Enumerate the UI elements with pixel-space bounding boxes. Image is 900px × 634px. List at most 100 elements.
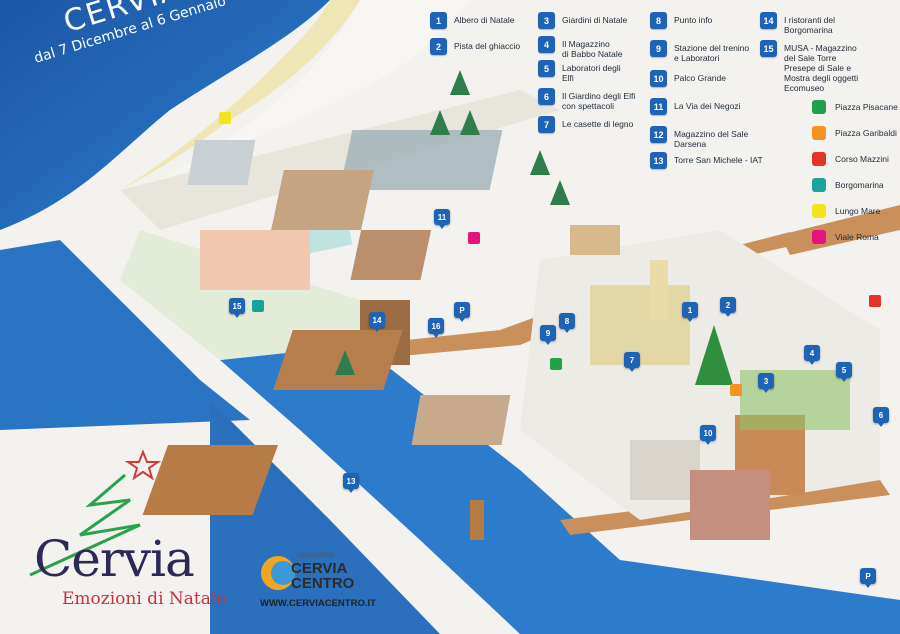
area-label: Lungo Mare xyxy=(835,206,881,216)
main-road xyxy=(120,90,560,230)
legend-item: 15 MUSA - Magazzino del Sale Torre Presep… xyxy=(760,40,900,93)
area-label: Borgomarina xyxy=(835,180,884,190)
legend-number-badge: 13 xyxy=(650,152,667,169)
legend-label: La Via dei Negozi xyxy=(674,101,741,111)
consorzio-small-label: CONSORZIO xyxy=(298,553,335,559)
legend-label: Stazione del trenino e Laboratori xyxy=(674,43,750,63)
area-marker xyxy=(219,112,231,124)
consorzio-logo-inner xyxy=(271,561,295,585)
legend-item: 6 Il Giardino degli Elfi con spettacoli xyxy=(538,88,688,111)
christmas-tree xyxy=(695,325,733,385)
map-pin[interactable]: 13 xyxy=(343,473,359,493)
legend-item: 13 Torre San Michele - IAT xyxy=(650,152,800,169)
area-label: Piazza Pisacane xyxy=(835,102,898,112)
legend-item: 14 I ristoranti del Borgomarina xyxy=(760,12,900,35)
area-legend-item: Piazza Garibaldi xyxy=(812,126,897,140)
trees xyxy=(335,70,570,375)
map-pin[interactable]: 16 xyxy=(428,318,444,338)
legend-label: Giardini di Natale xyxy=(562,15,628,25)
consorzio-name: CERVIA CENTRO xyxy=(291,560,355,592)
area-color-swatch xyxy=(812,230,826,244)
legend-label: Punto info xyxy=(674,15,713,25)
legend-label: MUSA - Magazzino del Sale Torre Presepe … xyxy=(784,43,859,93)
area-legend-item: Viale Roma xyxy=(812,230,879,244)
legend-label: Il Magazzino di Babbo Natale xyxy=(562,39,623,59)
map-pin[interactable]: P xyxy=(454,302,470,322)
legend-number-badge: 2 xyxy=(430,38,447,55)
promenade xyxy=(120,230,360,360)
legend-label: Palco Grande xyxy=(674,73,726,83)
legend-label: Magazzino del Sale Darsena xyxy=(674,129,749,149)
legend-item: 10 Palco Grande xyxy=(650,70,800,87)
map-pin[interactable]: 8 xyxy=(559,313,575,333)
area-marker xyxy=(730,384,742,396)
area-marker xyxy=(468,232,480,244)
legend-label: Il Giardino degli Elfi con spettacoli xyxy=(562,91,636,111)
area-color-swatch xyxy=(812,100,826,114)
beach-snow xyxy=(150,0,470,185)
legend-number-badge: 6 xyxy=(538,88,555,105)
area-legend-item: Borgomarina xyxy=(812,178,884,192)
legend-number-badge: 3 xyxy=(538,12,555,29)
area-color-swatch xyxy=(812,152,826,166)
map-pin[interactable]: 3 xyxy=(758,373,774,393)
legend-label: Albero di Natale xyxy=(454,15,515,25)
canal xyxy=(220,345,900,634)
legend-number-badge: 14 xyxy=(760,12,777,29)
map-pin[interactable]: P xyxy=(860,568,876,588)
map-pin[interactable]: 11 xyxy=(434,209,450,229)
map-pin[interactable]: 5 xyxy=(836,362,852,382)
legend-item: 11 La Via dei Negozi xyxy=(650,98,800,115)
area-legend-item: Lungo Mare xyxy=(812,204,880,218)
area-marker xyxy=(550,358,562,370)
legend-number-badge: 8 xyxy=(650,12,667,29)
area-label: Piazza Garibaldi xyxy=(835,128,897,138)
map-pin[interactable]: 6 xyxy=(873,407,889,427)
map-pin[interactable]: 10 xyxy=(700,425,716,445)
legend-item: 7 Le casette di legno xyxy=(538,116,688,133)
sea-left xyxy=(0,240,250,430)
map-pin[interactable]: 7 xyxy=(624,352,640,372)
legend-number-badge: 11 xyxy=(650,98,667,115)
star-icon xyxy=(124,449,162,481)
area-label: Viale Roma xyxy=(835,232,879,242)
legend-number-badge: 5 xyxy=(538,60,555,77)
legend-item: 9 Stazione del trenino e Laboratori xyxy=(650,40,800,63)
logo-tagline: Emozioni di Natale xyxy=(62,589,227,609)
legend-label: Torre San Michele - IAT xyxy=(674,155,763,165)
logo-word: Cervia xyxy=(34,530,195,588)
legend-number-badge: 1 xyxy=(430,12,447,29)
sea xyxy=(0,0,330,230)
area-color-swatch xyxy=(812,178,826,192)
canal-wall-right xyxy=(780,205,900,255)
legend-number-badge: 9 xyxy=(650,40,667,57)
legend-item: 8 Punto info xyxy=(650,12,800,29)
buildings xyxy=(142,130,850,540)
website-link[interactable]: WWW.CERVIACENTRO.IT xyxy=(260,598,376,609)
legend-number-badge: 12 xyxy=(650,126,667,143)
legend-number-badge: 7 xyxy=(538,116,555,133)
legend-label: Pista del ghiaccio xyxy=(454,41,521,51)
beach xyxy=(120,0,360,190)
map-pin[interactable]: 15 xyxy=(229,298,245,318)
map-pin[interactable]: 14 xyxy=(369,312,385,332)
tree-strokes xyxy=(29,473,141,577)
legend-label: Le casette di legno xyxy=(562,119,634,129)
legend-label: I ristoranti del Borgomarina xyxy=(784,15,836,35)
map-pin[interactable]: 4 xyxy=(804,345,820,365)
legend-item: 12 Magazzino del Sale Darsena xyxy=(650,126,800,149)
legend-item: 2 Pista del ghiaccio xyxy=(430,38,580,55)
legend-number-badge: 15 xyxy=(760,40,777,57)
map-pin[interactable]: 2 xyxy=(720,297,736,317)
area-color-swatch xyxy=(812,204,826,218)
legend-item: 3 Giardini di Natale xyxy=(538,12,688,29)
area-label: Corso Mazzini xyxy=(835,154,889,164)
area-legend-item: Piazza Pisacane xyxy=(812,100,898,114)
area-marker xyxy=(869,295,881,307)
map-pin[interactable]: 9 xyxy=(540,325,556,345)
legend-number-badge: 10 xyxy=(650,70,667,87)
map-pin[interactable]: 1 xyxy=(682,302,698,322)
